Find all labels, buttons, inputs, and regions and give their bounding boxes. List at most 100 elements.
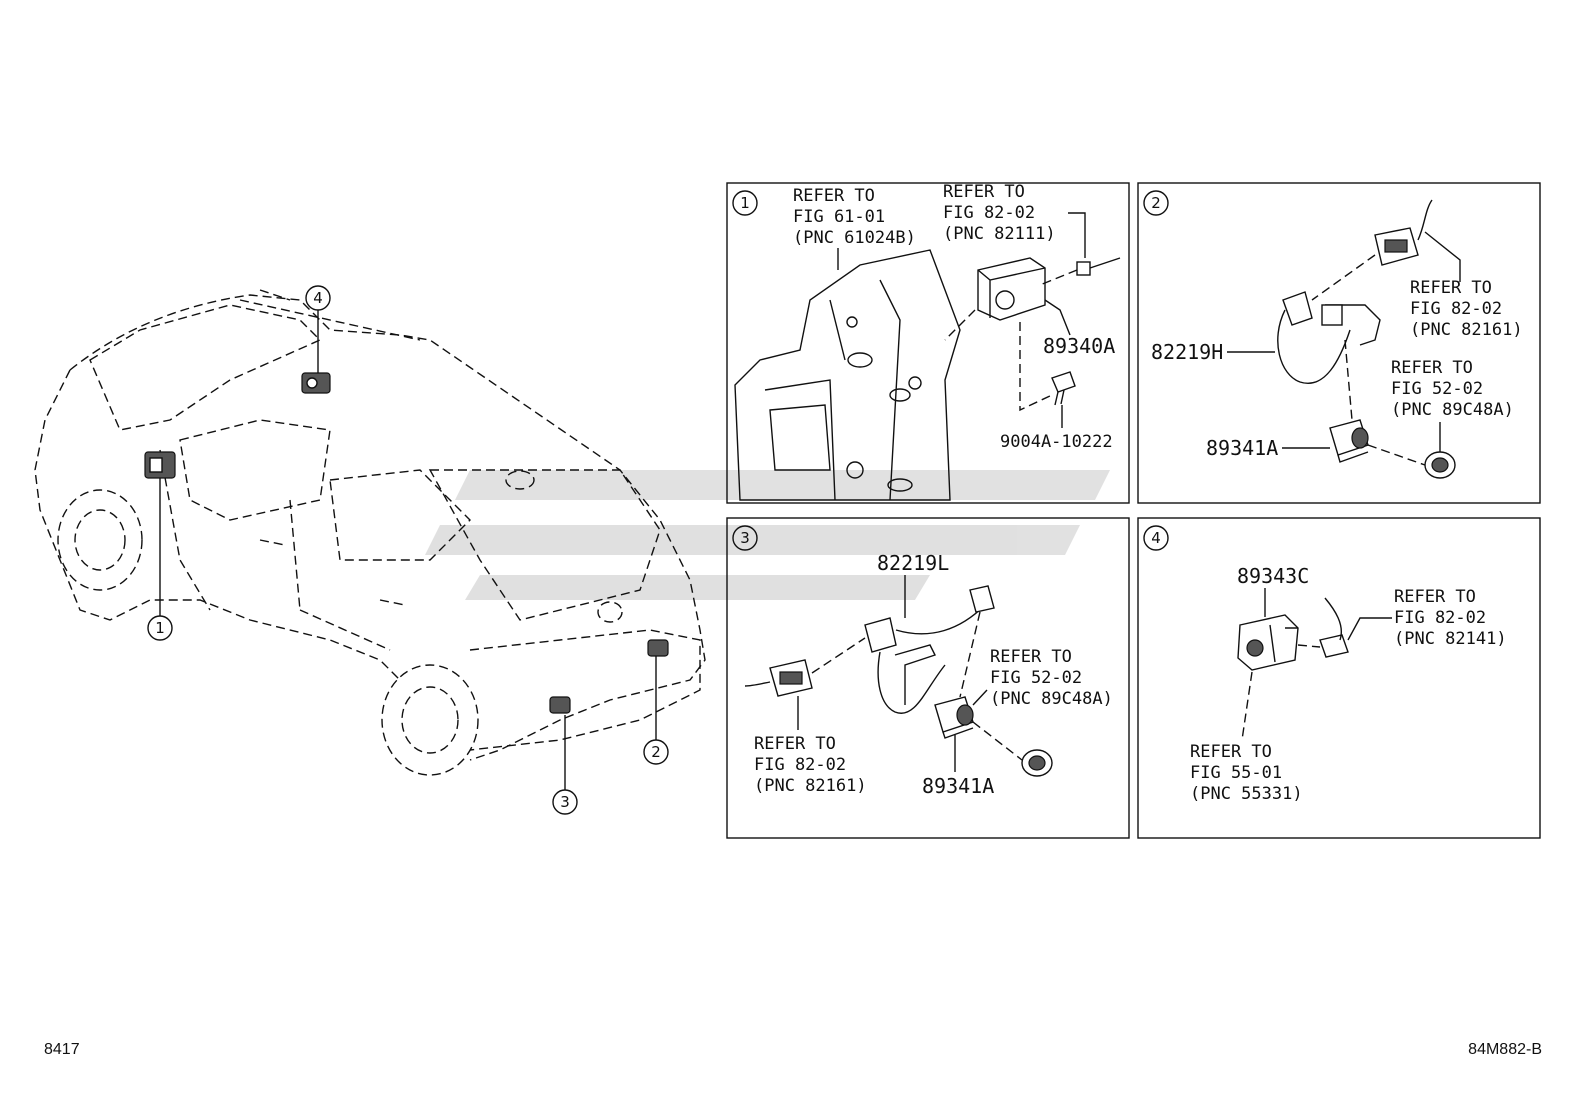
sensor-89341A-lower bbox=[934, 696, 974, 739]
grommet-89C48A-lower bbox=[1021, 749, 1053, 777]
panel-4: 4 89343C REFER TO FIG 82-02 (PNC 82141) … bbox=[1137, 517, 1541, 839]
leader-connector-harness bbox=[1311, 254, 1376, 301]
ref-82161-line2: FIG 82-02 bbox=[1410, 299, 1502, 319]
marker-camera bbox=[301, 372, 331, 394]
panel-2: 2 bbox=[1137, 182, 1541, 504]
leader-89340A bbox=[1044, 299, 1071, 336]
panel-hole-1 bbox=[847, 352, 873, 368]
door-handle-front bbox=[259, 539, 286, 546]
svg-text:3: 3 bbox=[740, 529, 750, 547]
panel-4-number: 4 bbox=[1143, 525, 1169, 551]
ref-82141-line3: (PNC 82141) bbox=[1394, 629, 1507, 649]
body-panel-inner bbox=[764, 279, 901, 501]
part-9004A-10222: 9004A-10222 bbox=[1000, 432, 1113, 452]
panel-1-frame bbox=[726, 182, 1130, 504]
part-89343C: 89343C bbox=[1237, 564, 1309, 588]
harness-82219L bbox=[864, 585, 995, 714]
ref-89C48A-lower-line3: (PNC 89C48A) bbox=[990, 689, 1113, 709]
side-window bbox=[179, 419, 331, 521]
vehicle-overview: 1 4 3 2 bbox=[34, 285, 706, 815]
callout-4: 4 bbox=[305, 285, 331, 311]
panel-recess bbox=[769, 404, 831, 471]
watermark-logo bbox=[425, 470, 1110, 600]
panel-3-number: 3 bbox=[732, 525, 758, 551]
callout-1: 1 bbox=[147, 615, 173, 641]
leader-82161 bbox=[1424, 231, 1461, 282]
ref-82111-line2: FIG 82-02 bbox=[943, 203, 1035, 223]
leader-sensor-grommet-lower bbox=[972, 721, 1023, 761]
rear-window bbox=[428, 469, 661, 621]
grommet-89C48A bbox=[1424, 451, 1456, 479]
ref-89C48A-line1: REFER TO bbox=[1391, 358, 1473, 378]
panel-2-number: 2 bbox=[1143, 190, 1169, 216]
callout-2: 2 bbox=[643, 739, 669, 765]
marker-front-sensor bbox=[144, 451, 176, 479]
ref-55331-line1: REFER TO bbox=[1190, 742, 1272, 762]
panel-hole-5 bbox=[887, 478, 913, 492]
ref-82111-line1: REFER TO bbox=[943, 182, 1025, 202]
connector-82161 bbox=[1374, 199, 1433, 266]
ref-89C48A-lower-line2: FIG 52-02 bbox=[990, 668, 1082, 688]
svg-text:1: 1 bbox=[155, 619, 165, 637]
ref-55331-line3: (PNC 55331) bbox=[1190, 784, 1303, 804]
camera-89343C bbox=[1237, 614, 1299, 671]
ref-89C48A-line2: FIG 52-02 bbox=[1391, 379, 1483, 399]
callout-3: 3 bbox=[552, 789, 578, 815]
door-handle-rear bbox=[379, 599, 406, 606]
leader-sensor-grommet bbox=[1367, 444, 1426, 466]
footer-left-code: 8417 bbox=[44, 1041, 80, 1058]
footer-right-code: 84M882-B bbox=[1468, 1041, 1542, 1058]
body-panel bbox=[734, 249, 961, 501]
part-89340A: 89340A bbox=[1043, 334, 1115, 358]
sensor-89341A bbox=[1329, 419, 1369, 463]
harness-82219H bbox=[1277, 291, 1381, 384]
ref-82161-lower-line1: REFER TO bbox=[754, 734, 836, 754]
ref-55331-line2: FIG 55-01 bbox=[1190, 763, 1282, 783]
part-82219H: 82219H bbox=[1151, 340, 1223, 364]
ref-61024B-line1: REFER TO bbox=[793, 186, 875, 206]
leader-left-connector-harness bbox=[811, 637, 866, 674]
module-89340A bbox=[977, 257, 1046, 321]
front-outline bbox=[34, 369, 401, 681]
roof-rail bbox=[239, 289, 421, 341]
panel-hole-6 bbox=[846, 461, 864, 479]
ref-61024B-line2: FIG 61-01 bbox=[793, 207, 885, 227]
windshield bbox=[89, 304, 322, 431]
tailgate-emblem bbox=[597, 601, 623, 623]
panel-1-number: 1 bbox=[732, 190, 758, 216]
marker-rear-sensor-left bbox=[549, 696, 571, 714]
panel-2-frame bbox=[1137, 182, 1541, 504]
rear-emblem bbox=[505, 470, 535, 490]
connector-82161-left bbox=[744, 659, 813, 697]
leader-harness-sensor bbox=[1344, 339, 1353, 421]
leader-82141 bbox=[1347, 617, 1392, 641]
svg-text:3: 3 bbox=[560, 793, 570, 811]
svg-text:2: 2 bbox=[651, 743, 661, 761]
panel-1: 1 bbox=[726, 182, 1130, 504]
panel-3: 3 bbox=[726, 517, 1130, 839]
door-line bbox=[159, 449, 391, 651]
panel-hole-4 bbox=[846, 316, 858, 328]
ref-89C48A-lower-line1: REFER TO bbox=[990, 647, 1072, 667]
connector-82111 bbox=[1076, 257, 1121, 276]
bolt-9004A bbox=[1051, 371, 1076, 406]
ref-82111-line3: (PNC 82111) bbox=[943, 224, 1056, 244]
ref-82161-line1: REFER TO bbox=[1410, 278, 1492, 298]
rear-side-window bbox=[329, 469, 471, 561]
svg-text:2: 2 bbox=[1151, 194, 1161, 212]
svg-text:4: 4 bbox=[313, 289, 323, 307]
roof-outline bbox=[69, 294, 706, 761]
ref-82141-line1: REFER TO bbox=[1394, 587, 1476, 607]
front-wheel-hub bbox=[74, 509, 126, 571]
ref-82141-line2: FIG 82-02 bbox=[1394, 608, 1486, 628]
ref-61024B-line3: (PNC 61024B) bbox=[793, 228, 916, 248]
ref-82161-line3: (PNC 82161) bbox=[1410, 320, 1523, 340]
part-82219L: 82219L bbox=[877, 551, 949, 575]
rear-wheel-hub bbox=[401, 686, 459, 754]
leader-module-panel bbox=[944, 309, 976, 341]
leader-bolt-module bbox=[1019, 322, 1053, 412]
ref-82161-lower-line2: FIG 82-02 bbox=[754, 755, 846, 775]
ref-82161-lower-line3: (PNC 82161) bbox=[754, 776, 867, 796]
leader-89C48A-lower bbox=[972, 689, 988, 706]
panel-4-frame bbox=[1137, 517, 1541, 839]
